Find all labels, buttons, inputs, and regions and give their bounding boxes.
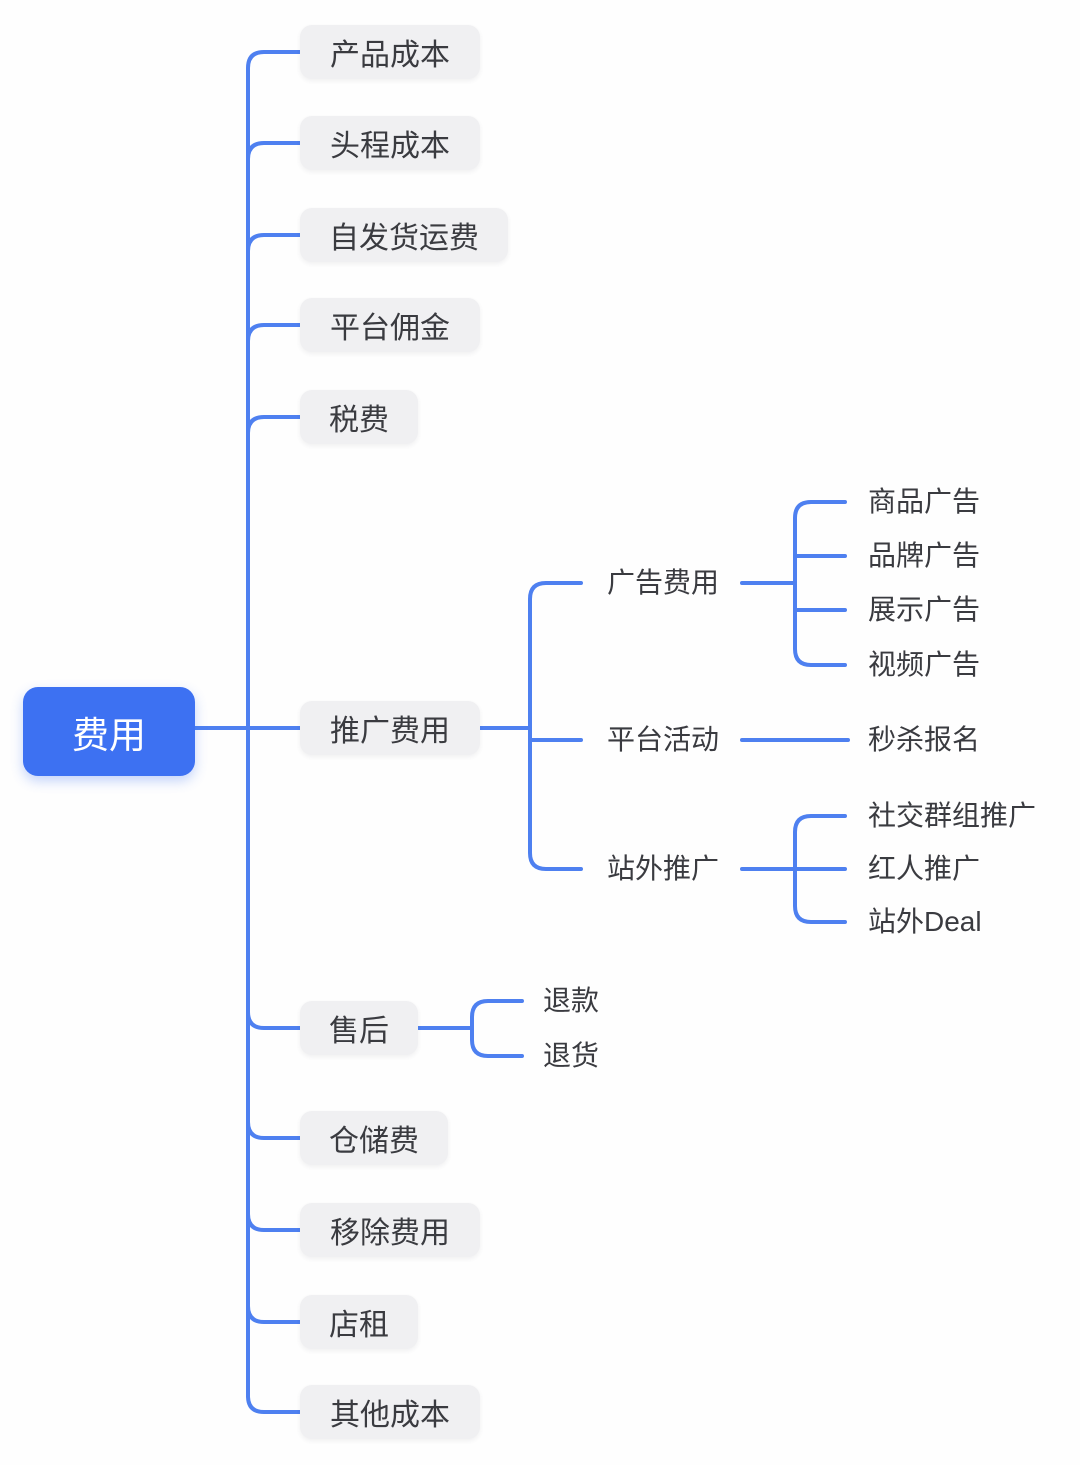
node-promotion-cost[interactable]: 推广费用	[300, 701, 480, 755]
node-removal-fee[interactable]: 移除费用	[300, 1203, 480, 1257]
edge-promotion-trunk	[528, 581, 583, 871]
node-product-cost[interactable]: 产品成本	[300, 25, 480, 79]
node-root-expenses[interactable]: 费用	[23, 687, 195, 776]
edge-ad-trunk	[793, 500, 847, 667]
node-brand-ad[interactable]: 品牌广告	[868, 540, 981, 571]
node-flash-sale-signup[interactable]: 秒杀报名	[868, 724, 981, 755]
node-return[interactable]: 退货	[543, 1040, 600, 1071]
edge-branch-after-sales	[246, 1010, 302, 1030]
node-store-rent[interactable]: 店租	[300, 1295, 418, 1349]
edge-offsite-trunk	[793, 814, 847, 924]
edge-branch-self-shipping	[246, 233, 302, 253]
node-other-cost[interactable]: 其他成本	[300, 1385, 480, 1439]
node-offsite-promotion[interactable]: 站外推广	[607, 853, 720, 884]
edge-branch-commission	[246, 323, 302, 343]
node-self-shipping-fee[interactable]: 自发货运费	[300, 208, 508, 262]
node-platform-activity[interactable]: 平台活动	[607, 724, 720, 755]
node-offsite-deal[interactable]: 站外Deal	[868, 906, 982, 937]
node-social-group-promotion[interactable]: 社交群组推广	[868, 800, 1037, 831]
edge-branch-first-leg	[246, 141, 302, 161]
edge-branch-tax	[246, 415, 302, 435]
node-ad-cost[interactable]: 广告费用	[607, 567, 720, 598]
node-platform-commission[interactable]: 平台佣金	[300, 298, 480, 352]
edge-branch-storage	[246, 1120, 302, 1140]
edge-after-sales-trunk	[470, 999, 524, 1058]
node-display-ad[interactable]: 展示广告	[868, 594, 981, 625]
node-storage-fee[interactable]: 仓储费	[300, 1111, 448, 1165]
edge-branch-removal	[246, 1212, 302, 1232]
node-after-sales[interactable]: 售后	[300, 1001, 418, 1055]
node-refund[interactable]: 退款	[543, 985, 600, 1016]
edge-branch-store-rent	[246, 1304, 302, 1324]
edge-main-trunk	[246, 50, 302, 1414]
node-first-leg-cost[interactable]: 头程成本	[300, 116, 480, 170]
node-tax[interactable]: 税费	[300, 390, 418, 444]
node-video-ad[interactable]: 视频广告	[868, 649, 981, 680]
node-product-ad[interactable]: 商品广告	[868, 486, 981, 517]
node-influencer-promotion[interactable]: 红人推广	[868, 853, 981, 884]
